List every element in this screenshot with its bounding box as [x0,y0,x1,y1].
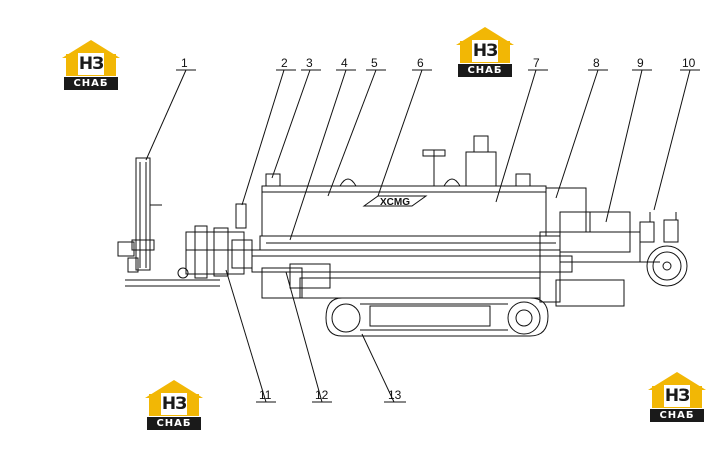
callout-3: 3 [306,56,313,70]
logo-watermark-bottom-left: НЗ СНАБ [145,380,203,430]
logo-roof [62,40,120,58]
logo-name: СНАБ [650,409,704,422]
logo-mark: НЗ [161,393,187,415]
logo-name: СНАБ [458,64,512,77]
logo-watermark-top-center: НЗ СНАБ [456,27,514,77]
callout-5: 5 [371,56,378,70]
logo-mark: НЗ [472,40,498,62]
callout-8: 8 [593,56,600,70]
logo-name: СНАБ [147,417,201,430]
callout-7: 7 [533,56,540,70]
logo-mark: НЗ [78,53,104,75]
callout-13: 13 [388,388,402,402]
logo-roof [145,380,203,398]
rear-reel [639,212,688,287]
drill-head [185,203,260,279]
callout-2: 2 [281,56,288,70]
logo-watermark-top-left: НЗ СНАБ [62,40,120,90]
callout-12: 12 [315,388,329,402]
logo-roof [456,27,514,45]
crawler-track [325,297,549,337]
callout-10: 10 [682,56,696,70]
callout-9: 9 [637,56,644,70]
callout-4: 4 [341,56,348,70]
callout-1: 1 [181,56,188,70]
engine-hood [261,135,547,237]
left-tower [117,157,220,287]
logo-name: СНАБ [64,77,118,90]
callout-11: 11 [259,388,272,402]
leader-lines [145,69,700,403]
rear-console [539,187,660,307]
hood-brand-mark: XCMG [380,197,410,208]
logo-mark: НЗ [664,385,690,407]
logo-watermark-bottom-right: НЗ СНАБ [648,372,706,422]
callout-6: 6 [417,56,424,70]
drill-rail [251,235,573,299]
callout-labels: 1 2 3 4 5 6 7 8 9 10 11 12 13 [181,56,696,402]
logo-roof [648,372,706,390]
